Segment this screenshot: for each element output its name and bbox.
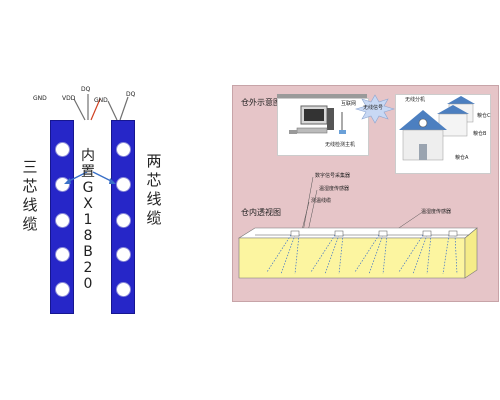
cable-hole [116,142,131,157]
internet-bar [277,94,367,98]
granary-houses [399,96,475,161]
signal-burst-icon [355,94,395,124]
internet-label: 互联网 [341,101,357,107]
cable1-dq-label: DQ [81,86,91,93]
computer-icon [289,105,346,134]
temp-cable-label: 测温线缆 [311,198,332,204]
cable-hole [55,213,70,228]
granary-c-label: 粮仓C [477,113,491,119]
wire-leads [73,94,129,121]
cable-hole [116,247,131,262]
cable-hole [116,282,131,297]
cable-hole [55,177,70,192]
granary-interior [237,227,478,279]
two-core-label: 两芯线缆 [146,152,162,227]
inside-view-title: 仓内透视图 [241,208,281,217]
granary-system-panel: 仓外示意图 互联网 无线检测主机 无线信号 无线分机 粮仓C 粮仓B 粮仓A 仓… [232,85,499,302]
granary-b-label: 粮仓B [473,131,487,137]
collector-label: 数字信号采集器 [315,173,351,179]
sensor-label: 温湿度传感器 [319,186,350,192]
cable-hole [116,177,131,192]
wireless-signal-label: 无线信号 [363,105,384,111]
cable-hole [55,282,70,297]
three-core-label: 三芯线缆 [22,158,38,233]
wireless-branch-label: 无线分机 [405,97,426,103]
cable-hole [55,247,70,262]
humidity-sensor-label: 温湿度传感器 [421,209,452,215]
cable2-dq-label: DQ [126,91,136,98]
cable1-vdd-label: VDD [62,95,76,102]
cable-hole [55,142,70,157]
three-core-cable [50,120,74,314]
outside-view-title: 仓外示意图 [241,98,281,107]
cable1-gnd-label: GND [33,95,47,102]
cable2-gnd-label: GND [94,97,108,104]
two-core-cable [111,120,135,314]
granary-a-label: 粮仓A [455,155,469,161]
host-label: 无线检测主机 [325,142,356,148]
cable-hole [116,213,131,228]
pointer-arrows [64,171,116,184]
builtin-sensor-label: 内置GX18B20 [81,148,95,292]
